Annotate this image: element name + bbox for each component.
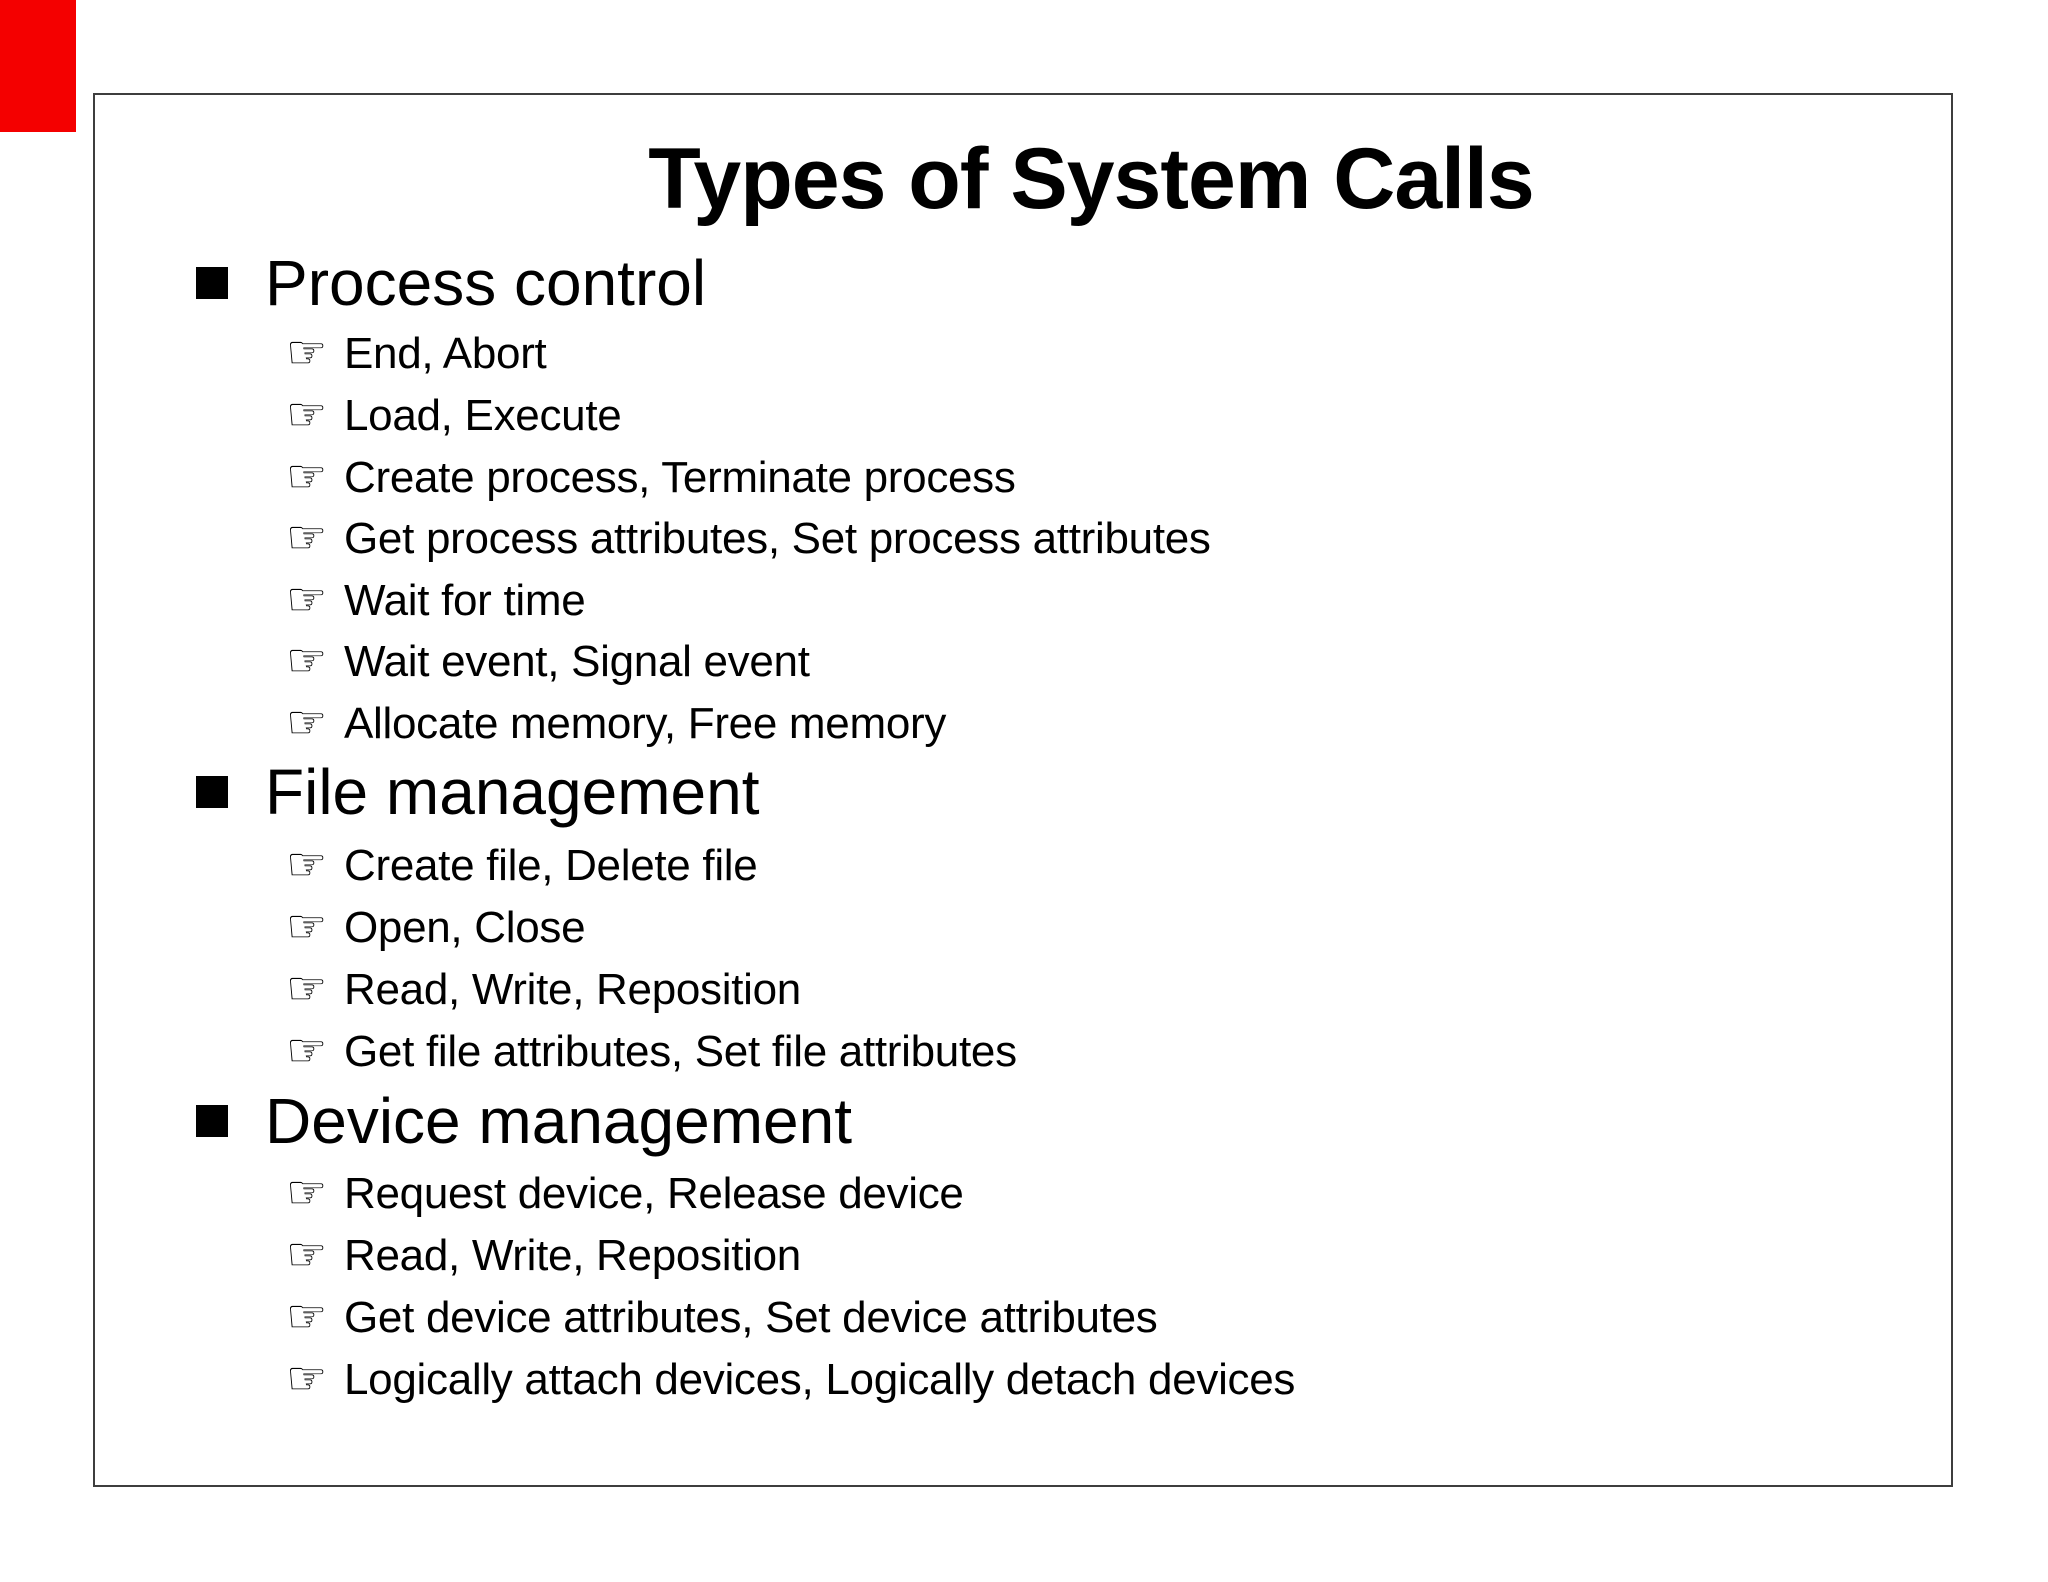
pointing-finger-icon: ☞: [286, 837, 327, 891]
bullet-item-row: ☞ Get device attributes, Set device attri…: [286, 1289, 1158, 1343]
pointing-finger-icon: ☞: [286, 325, 327, 379]
section-heading-label: Device management: [265, 1085, 852, 1157]
bullet-item-label: Read, Write, Reposition: [344, 1231, 801, 1280]
bullet-item-row: ☞ Create file, Delete file: [286, 837, 758, 891]
pointing-finger-icon: ☞: [286, 510, 327, 564]
bullet-item-row: ☞ End, Abort: [286, 325, 547, 379]
square-bullet-icon: [196, 1105, 228, 1137]
section-heading-row: Device management: [196, 1089, 852, 1153]
bullet-item-row: ☞Request device, Release device: [286, 1169, 964, 1216]
bullet-item-row: ☞Get process attributes, Set process att…: [286, 514, 1211, 561]
bullet-item-label: Get process attributes, Set process attr…: [344, 514, 1211, 563]
pointing-finger-icon: ☞: [286, 1227, 327, 1281]
bullet-item-row: ☞Get file attributes, Set file attribute…: [286, 1027, 1017, 1074]
pointing-finger-icon: ☞: [286, 1165, 327, 1219]
pointing-finger-icon: ☞: [286, 1351, 327, 1405]
bullet-item-label: Create process, Terminate process: [344, 453, 1016, 502]
square-bullet-icon: [196, 776, 228, 808]
bullet-item-label: Get device attributes, Set device attrib…: [344, 1293, 1158, 1342]
bullet-item-label: Load, Execute: [344, 391, 622, 440]
bullet-item-label: Wait for time: [344, 576, 586, 625]
bullet-item-row: ☞Create process, Terminate process: [286, 453, 1016, 500]
bullet-item-label: Create file, Delete file: [344, 841, 758, 890]
pointing-finger-icon: ☞: [286, 387, 327, 441]
bullet-item-row: ☞Logically attach devices, Logically det…: [286, 1355, 1295, 1402]
bullet-item-row: ☞ Wait for time: [286, 572, 586, 626]
bullet-item-label: End, Abort: [344, 329, 547, 378]
bullet-item-label: Request device, Release device: [344, 1169, 964, 1218]
pointing-finger-icon: ☞: [286, 572, 327, 626]
pointing-finger-icon: ☞: [286, 695, 327, 749]
bullet-item-row: ☞Read, Write, Reposition: [286, 965, 801, 1012]
slide-frame-border: [93, 93, 1953, 1487]
section-heading-label: File management: [265, 756, 760, 828]
bullet-item-row: ☞Wait event, Signal event: [286, 637, 810, 684]
bullet-item-label: Read, Write, Reposition: [344, 965, 801, 1014]
bullet-item-row: ☞Read, Write, Reposition: [286, 1231, 801, 1278]
pointing-finger-icon: ☞: [286, 961, 327, 1015]
bullet-item-label: Get file attributes, Set file attributes: [344, 1027, 1017, 1076]
section-heading-row: File management: [196, 760, 759, 824]
slide-title: Types of System Calls: [648, 131, 1535, 227]
pointing-finger-icon: ☞: [286, 1289, 327, 1343]
bullet-item-label: Allocate memory, Free memory: [344, 699, 947, 748]
pointing-finger-icon: ☞: [286, 633, 327, 687]
pointing-finger-icon: ☞: [286, 1023, 327, 1077]
bullet-item-row: ☞ Open, Close: [286, 899, 586, 953]
square-bullet-icon: [196, 267, 228, 299]
bullet-item-label: Wait event, Signal event: [344, 637, 810, 686]
red-corner-mark: [0, 0, 76, 132]
pointing-finger-icon: ☞: [286, 899, 327, 953]
bullet-item-label: Open, Close: [344, 903, 586, 952]
bullet-item-row: ☞ Load, Execute: [286, 387, 622, 441]
bullet-item-label: Logically attach devices, Logically deta…: [344, 1355, 1296, 1404]
section-heading-row: Process control: [196, 251, 706, 315]
pointing-finger-icon: ☞: [286, 449, 327, 503]
bullet-item-row: ☞Allocate memory, Free memory: [286, 699, 946, 746]
section-heading-label: Process control: [265, 247, 707, 319]
